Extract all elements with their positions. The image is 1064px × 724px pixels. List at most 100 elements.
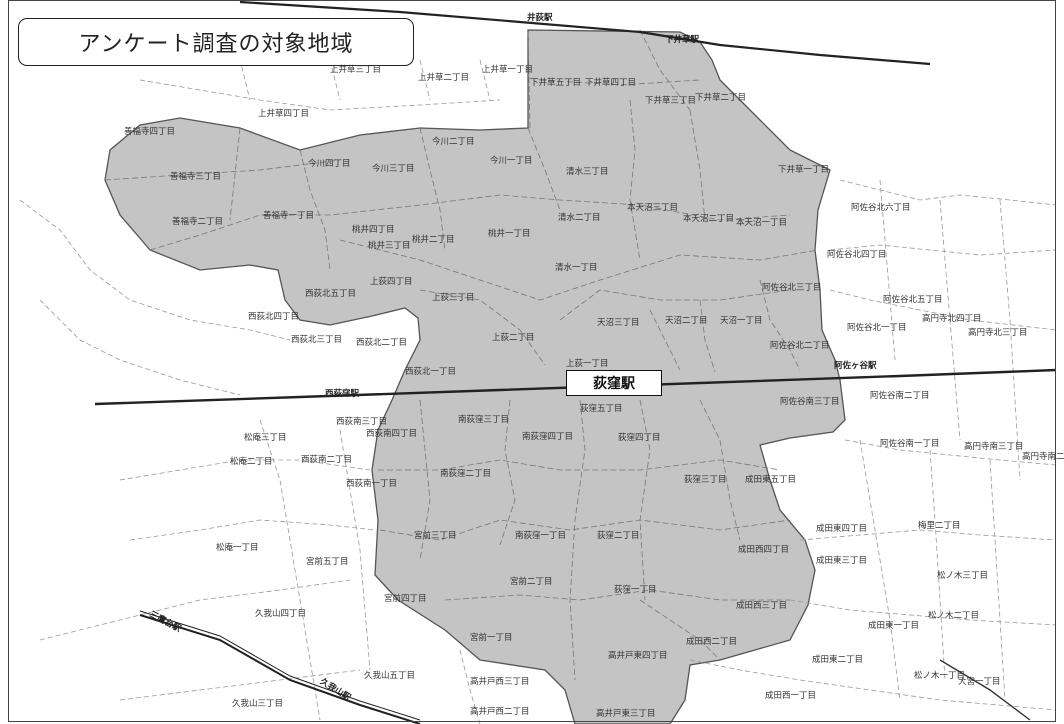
district-label: 宮前二丁目 xyxy=(510,577,553,587)
district-label: 清水三丁目 xyxy=(566,167,609,177)
district-label: 西荻南二丁目 xyxy=(301,455,353,465)
district-label: 成田西四丁目 xyxy=(738,545,790,555)
district-label: 阿佐谷北四丁目 xyxy=(827,250,887,260)
district-label: 今川二丁目 xyxy=(432,137,475,147)
district-label: 上荻一丁目 xyxy=(566,359,609,369)
station-label: 西荻窪駅 xyxy=(325,389,360,399)
station-label: 下井草駅 xyxy=(665,35,700,45)
district-label: 上荻三丁目 xyxy=(432,293,475,303)
district-label: 南荻窪三丁目 xyxy=(458,415,510,425)
district-label: 西荻北一丁目 xyxy=(405,367,457,377)
district-label: 西荻南一丁目 xyxy=(346,479,398,489)
district-label: 成田西一丁目 xyxy=(765,691,817,701)
district-label: 清水一丁目 xyxy=(555,263,598,273)
district-label: 桃井三丁目 xyxy=(368,241,411,251)
district-label: 阿佐谷南三丁目 xyxy=(780,397,840,407)
district-label: 高井戸東四丁目 xyxy=(608,651,668,661)
district-label: 久我山五丁目 xyxy=(364,671,416,681)
seibu-shinjuku-line xyxy=(239,0,931,66)
district-label: 下井草四丁目 xyxy=(585,78,637,88)
district-label: 大宮一丁目 xyxy=(958,677,1001,687)
district-label: 南荻窪一丁目 xyxy=(515,531,567,541)
district-label: 善福寺一丁目 xyxy=(263,211,315,221)
district-label: 宮前三丁目 xyxy=(414,531,457,541)
district-label: 高井戸西三丁目 xyxy=(470,677,530,687)
district-label: 桃井四丁目 xyxy=(352,225,395,235)
district-label: 西荻南四丁目 xyxy=(366,429,418,439)
district-label: 高井戸西二丁目 xyxy=(470,707,530,717)
district-label: 阿佐谷北六丁目 xyxy=(851,203,911,213)
district-label: 今川四丁目 xyxy=(308,159,351,169)
district-label: 天沼一丁目 xyxy=(720,316,763,326)
station-label: 阿佐ヶ谷駅 xyxy=(834,361,877,371)
survey-area xyxy=(104,29,846,724)
district-label: 高円寺南二丁目 xyxy=(1022,452,1064,462)
district-label: 久我山三丁目 xyxy=(232,699,284,709)
district-label: 下井草五丁目 xyxy=(530,78,582,88)
district-label: 西荻北五丁目 xyxy=(305,289,357,299)
district-label: 上井草一丁目 xyxy=(482,65,534,75)
district-label: 高井戸東三丁目 xyxy=(596,709,656,719)
district-label: 松ノ木三丁目 xyxy=(937,571,989,581)
district-label: 阿佐谷北三丁目 xyxy=(762,283,822,293)
map-title: アンケート調査の対象地域 xyxy=(18,18,414,66)
district-label: 成田東三丁目 xyxy=(816,556,868,566)
district-label: 高円寺北四丁目 xyxy=(922,314,982,324)
district-label: 上井草四丁目 xyxy=(258,109,310,119)
district-label: 下井草二丁目 xyxy=(695,93,747,103)
district-label: 高円寺北三丁目 xyxy=(968,328,1028,338)
district-label: 西荻北三丁目 xyxy=(291,335,343,345)
district-label: 西荻北四丁目 xyxy=(248,312,300,322)
district-label: 宮前五丁目 xyxy=(306,557,349,567)
district-label: 善福寺三丁目 xyxy=(170,172,222,182)
district-label: 荻窪一丁目 xyxy=(614,585,657,595)
district-label: 成田東五丁目 xyxy=(745,475,797,485)
district-label: 阿佐谷北一丁目 xyxy=(847,323,907,333)
district-label: 本天沼二丁目 xyxy=(683,214,735,224)
district-label: 本天沼一丁目 xyxy=(736,218,788,228)
district-label: 今川三丁目 xyxy=(372,164,415,174)
district-label: 南荻窪二丁目 xyxy=(440,469,492,479)
district-label: 松ノ木二丁目 xyxy=(928,611,980,621)
district-label: 善福寺二丁目 xyxy=(172,217,224,227)
station-label: 井荻駅 xyxy=(527,13,553,23)
district-label: 阿佐谷北五丁目 xyxy=(883,295,943,305)
district-label: 成田西二丁目 xyxy=(686,637,738,647)
district-label: 松庵一丁目 xyxy=(216,543,259,553)
district-label: 成田東四丁目 xyxy=(816,524,868,534)
district-label: 宮前一丁目 xyxy=(470,633,513,643)
district-label: 天沼三丁目 xyxy=(597,318,640,328)
district-label: 下井草一丁目 xyxy=(778,165,830,175)
district-label: 成田東一丁目 xyxy=(868,621,920,631)
district-label: 松庵二丁目 xyxy=(230,457,273,467)
district-label: 松庵三丁目 xyxy=(244,433,287,443)
district-label: 上井草二丁目 xyxy=(418,73,470,83)
district-label: 上井草三丁目 xyxy=(330,65,382,75)
district-label: 桃井二丁目 xyxy=(412,235,455,245)
district-label: 桃井一丁目 xyxy=(488,229,531,239)
district-label: 上荻四丁目 xyxy=(370,277,413,287)
district-label: 成田西三丁目 xyxy=(736,601,788,611)
district-label: 荻窪二丁目 xyxy=(597,531,640,541)
road-south-east xyxy=(939,659,1031,721)
district-boundaries xyxy=(104,29,819,681)
district-label: 天沼二丁目 xyxy=(665,316,708,326)
district-label: 荻窪五丁目 xyxy=(580,404,623,414)
district-label: 荻窪四丁目 xyxy=(618,433,661,443)
district-label: 松ノ木一丁目 xyxy=(914,671,966,681)
district-label: 久我山四丁目 xyxy=(255,609,307,619)
district-label: 善福寺四丁目 xyxy=(124,127,176,137)
station-label-ogikubo: 荻窪駅 xyxy=(566,370,662,396)
district-label: 高円寺南三丁目 xyxy=(964,442,1024,452)
district-label: 南荻窪四丁目 xyxy=(522,432,574,442)
district-label: 宮前四丁目 xyxy=(384,594,427,604)
district-label: 西荻南三丁目 xyxy=(336,417,388,427)
district-label: 阿佐谷北二丁目 xyxy=(770,341,830,351)
district-label: 西荻北二丁目 xyxy=(356,338,408,348)
district-label: 下井草三丁目 xyxy=(645,96,697,106)
outer-boundaries xyxy=(19,19,1057,724)
district-label: 今川一丁目 xyxy=(490,156,533,166)
district-label: 上荻二丁目 xyxy=(492,333,535,343)
district-label: 清水二丁目 xyxy=(558,213,601,223)
